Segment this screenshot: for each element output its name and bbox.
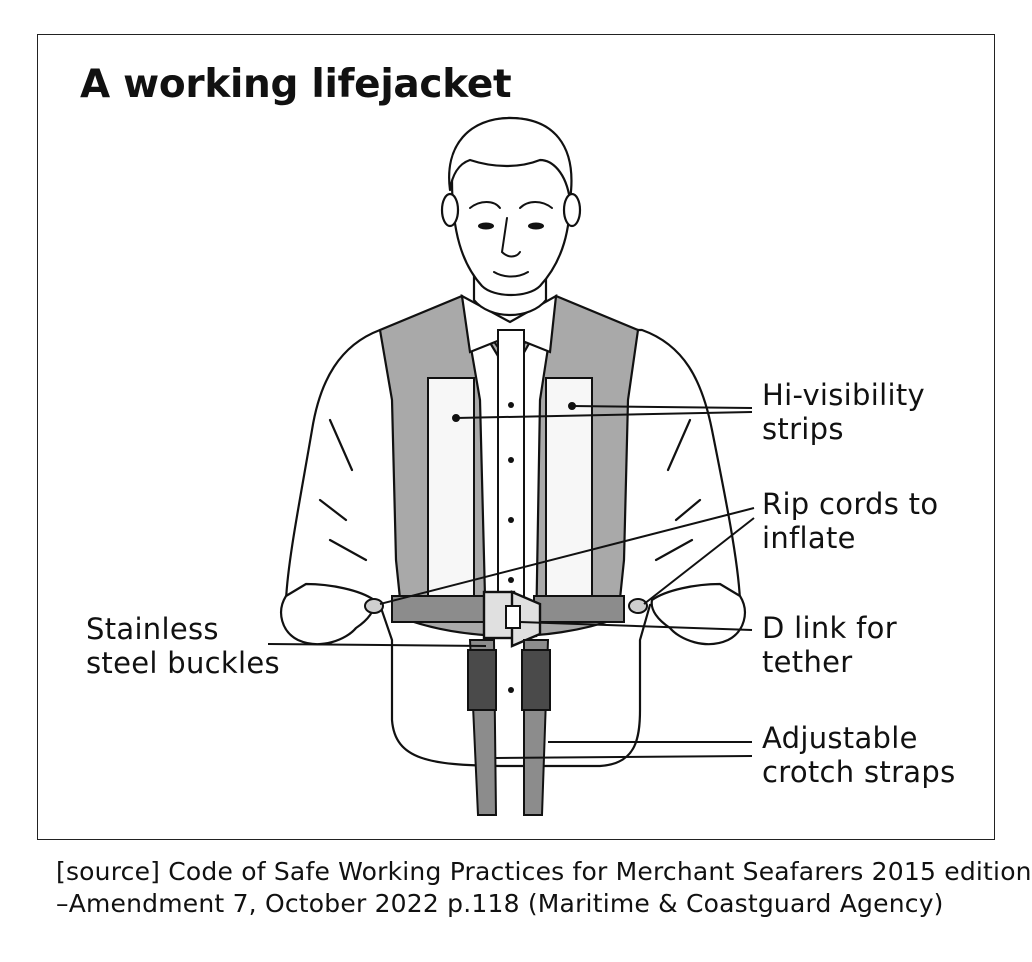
hand-left — [280, 582, 376, 646]
hi-visibility-label: Hi-visibility strips — [762, 378, 925, 446]
diagram-title: A working lifejacket — [80, 62, 512, 107]
sleeve-creases — [318, 418, 702, 562]
dlink — [505, 605, 521, 629]
strap-adjuster-left — [467, 649, 497, 711]
eye-right — [528, 222, 544, 230]
buckles-label: Stainless steel buckles — [86, 612, 280, 680]
rip-cords-label: Rip cords to inflate — [762, 487, 939, 555]
shirt-placket — [497, 329, 525, 637]
ear-right — [562, 192, 582, 228]
ripcord-toggle-left — [364, 598, 384, 614]
leader-ripcord-left — [379, 507, 755, 605]
leader-crotch-left — [495, 755, 753, 759]
belt-left — [391, 595, 489, 623]
leader-dlink — [519, 621, 753, 631]
ripcord-toggle-right — [628, 598, 648, 614]
eye-left — [478, 222, 494, 230]
leader-hivis-left — [455, 411, 753, 419]
strap-adjuster-right — [521, 649, 551, 711]
leader-buckles — [267, 643, 487, 647]
ear-left — [440, 192, 460, 228]
hivis-strip-right — [545, 377, 593, 619]
shirt-outline — [284, 328, 742, 768]
d-link-label: D link for tether — [762, 611, 897, 679]
leader-hivis-right — [571, 405, 753, 409]
leader-ripcord-right — [643, 517, 755, 605]
hand-right — [650, 582, 746, 646]
crotch-straps-label: Adjustable crotch straps — [762, 721, 956, 789]
source-citation: [source] Code of Safe Working Practices … — [56, 857, 1032, 918]
figure-frame — [37, 34, 995, 840]
belt-right — [533, 595, 625, 623]
